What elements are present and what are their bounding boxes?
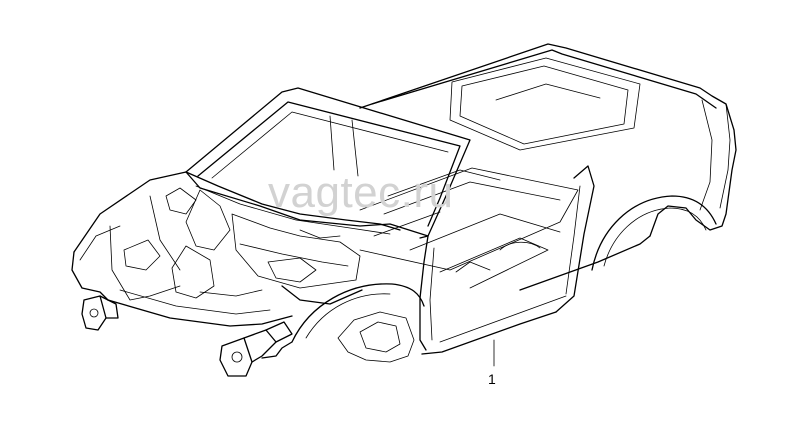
side-sill [419, 165, 595, 355]
engine-bay [71, 171, 361, 327]
cowl-panel [185, 171, 401, 239]
rear-body-section [359, 43, 737, 291]
part-callout-number[interactable]: 1 [488, 371, 496, 387]
front-fender [261, 283, 425, 363]
front-right-crash-mount [219, 321, 293, 377]
watermark-text: vagtec.ru [268, 168, 454, 217]
front-left-crash-mount [81, 295, 119, 331]
floor-pan [359, 167, 579, 289]
